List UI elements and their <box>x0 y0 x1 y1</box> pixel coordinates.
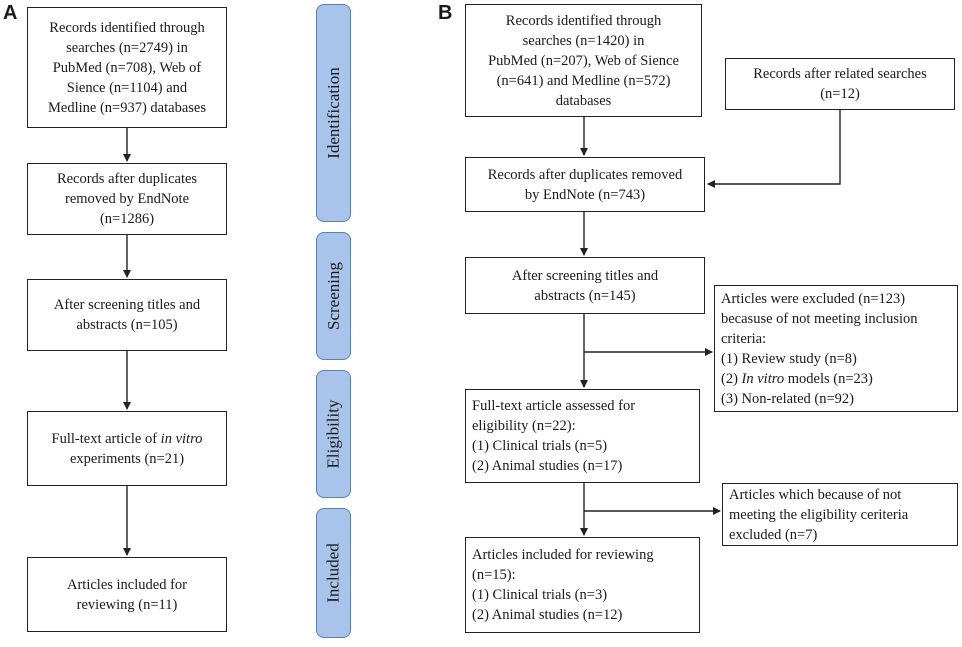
text-line: (2) Animal studies (n=12) <box>472 607 623 623</box>
text-prefix: Full-text article of <box>51 430 161 447</box>
b-excluded-criteria-box: Articles were excluded (n=123) becasuse … <box>714 285 958 412</box>
text-line: After screening titles and <box>53 297 201 313</box>
b-screening-box: After screening titles and abstracts (n=… <box>465 257 705 314</box>
text-line: Articles were excluded (n=123) <box>721 290 906 307</box>
text-line: (1) Clinical trials (n=5) <box>472 438 608 454</box>
text-line: Medline (n=937) databases <box>48 99 206 116</box>
text-line: databases <box>555 92 612 109</box>
stage-label: Eligibility <box>323 399 343 469</box>
stage-identification: Identification <box>316 4 351 222</box>
a-fulltext-box: Full-text article of in vitro experiment… <box>27 411 227 486</box>
arrow-b-related <box>707 110 841 188</box>
a-identified-box: Records identified through searches (n=2… <box>27 7 227 128</box>
text-prefix: (2) <box>721 370 742 387</box>
text-line: Articles included for reviewing <box>472 547 654 563</box>
stage-label: Screening <box>323 262 343 330</box>
text-line: excluded (n=7) <box>729 526 818 543</box>
b-eligibility-box: Full-text article assessed for eligibili… <box>465 389 700 483</box>
text-line: criteria: <box>721 330 767 347</box>
b-duplicates-box: Records after duplicates removed by EndN… <box>465 157 705 212</box>
text-line: After screening titles and <box>511 267 659 284</box>
text-line: eligibility (n=22): <box>472 418 576 434</box>
text-line: (1) Review study (n=8) <box>721 350 857 367</box>
text-line: (n=15): <box>472 567 516 583</box>
b-included-box: Articles included for reviewing (n=15): … <box>465 537 700 633</box>
stage-eligibility: Eligibility <box>316 370 351 498</box>
text-line: experiments (n=21) <box>69 450 185 467</box>
text-line: Full-text article assessed for <box>472 398 636 414</box>
text-line: PubMed (n=207), Web of Sience <box>488 52 679 69</box>
text-line: Records after duplicates removed <box>487 166 683 183</box>
text-line: Full-text article of in vitro <box>52 429 203 449</box>
text-line: meeting the eligibility ceriteria <box>729 506 909 523</box>
text-line: (n=641) and Medline (n=572) <box>496 72 671 89</box>
text-line: abstracts (n=145) <box>534 287 636 304</box>
italic-text: in vitro <box>160 430 203 447</box>
panel-b-label: B <box>438 2 453 24</box>
text-line: (2) In vitro models (n=23) <box>721 369 873 389</box>
text-line: (3) Non-related (n=92) <box>721 390 854 407</box>
text-line: (1) Clinical trials (n=3) <box>472 587 608 603</box>
text-line: Records identified through <box>505 12 662 29</box>
text-line: Records after related searches <box>753 66 927 82</box>
text-line: reviewing (n=11) <box>76 596 178 613</box>
b-identified-box: Records identified through searches (n=1… <box>465 4 702 117</box>
text-line: Records identified through <box>49 19 205 36</box>
text-line: Records after duplicates <box>56 171 198 187</box>
italic-text: In vitro <box>741 370 785 387</box>
text-line: (n=1286) <box>99 211 155 227</box>
text-line: searches (n=1420) in <box>522 32 645 49</box>
text-line: by EndNote (n=743) <box>524 186 646 203</box>
text-line: (n=12) <box>820 86 860 102</box>
text-line: Articles which because of not <box>729 486 902 503</box>
b-excluded-eligibility-box: Articles which because of not meeting th… <box>722 483 958 546</box>
stage-label: Identification <box>323 67 343 159</box>
panel-a-label: A <box>3 2 18 24</box>
text-line: removed by EndNote <box>64 191 190 207</box>
text-line: (2) Animal studies (n=17) <box>472 458 623 474</box>
text-line: becasuse of not meeting inclusion <box>721 310 918 327</box>
a-duplicates-box: Records after duplicates removed by EndN… <box>27 163 227 235</box>
text-suffix: models (n=23) <box>784 370 873 387</box>
text-line: Articles included for <box>67 576 187 593</box>
text-line: abstracts (n=105) <box>76 317 178 333</box>
a-included-box: Articles included for reviewing (n=11) <box>27 557 227 632</box>
text-line: Sience (n=1104) and <box>66 79 188 96</box>
stage-label: Included <box>323 543 343 603</box>
stage-included: Included <box>316 508 351 638</box>
text-line: searches (n=2749) in <box>66 39 188 56</box>
text-line: PubMed (n=708), Web of <box>52 59 202 76</box>
b-related-box: Records after related searches (n=12) <box>725 58 955 110</box>
a-screening-box: After screening titles and abstracts (n=… <box>27 279 227 351</box>
stage-screening: Screening <box>316 232 351 360</box>
